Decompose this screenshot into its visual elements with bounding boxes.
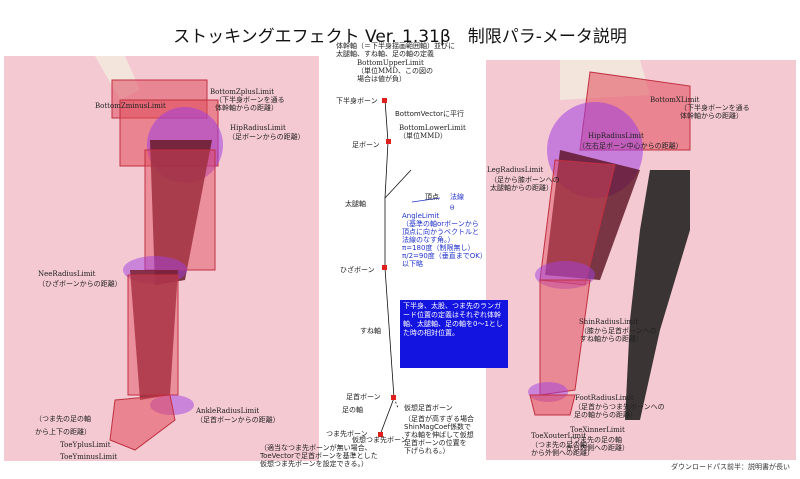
leg-radius-note: （足から膝ボーンへの 太腿軸からの距離） — [490, 176, 560, 192]
shin-radius-note: （膝から足首ボーンへの すね軸からの距離） — [580, 327, 657, 343]
page-title: ストッキングエフェクト Ver. 1.31β 制限パラ-メータ説明 — [173, 27, 627, 47]
right-foot-limit — [529, 394, 576, 416]
virtual-toe-bone-label: 仮想つま先ボーン — [352, 436, 408, 444]
virtual-ankle-bone-label: 仮想足首ボーン — [404, 404, 453, 412]
bottom-zplus-note: （下半身ボーンを通る 体幹軸からの距離） — [215, 96, 285, 112]
trunk-axis-line — [384, 99, 389, 143]
left-shin-limit — [127, 274, 179, 396]
knee-bone-node — [382, 265, 387, 270]
lower-body-bone-label: 下半身ボーン — [336, 97, 378, 105]
knee-radius-note: （ひざボーンからの距離） — [38, 280, 122, 288]
bottom-vector-label: BottomVectorに平行 — [395, 110, 464, 118]
trunk-axis-definition: 体幹軸（＝下半身揺画範囲軸）並びに 太腿軸、すね軸、足の軸の定義 — [336, 42, 455, 58]
foot-radius-label: FootRadiusLimit — [575, 394, 634, 402]
bottom-lower-limit-label: BottomLowerLimit （単位MMD） — [399, 124, 466, 140]
toe-xouter-note: （つま先の足の軸 から外側への距離） — [531, 441, 594, 457]
left-thigh-stocking — [150, 140, 212, 285]
ankle-radius-note: （足首ボーンからの距離） — [196, 416, 280, 424]
shin-axis-line — [384, 267, 395, 399]
relative-position-info-box: 下半身、太股、つま先のランガード位置の定義はそれぞれ体幹軸、太腿軸、足の軸を0〜… — [400, 300, 508, 368]
bottom-x-label: BottomXLimit — [650, 96, 700, 104]
foot-radius-note: （足首からつま先ボーンへの 足の軸からの距離） — [574, 403, 665, 419]
left-hip-radius-note: （足ボーンからの距離） — [228, 133, 305, 141]
bottom-zminus-label: BottomZminusLimit — [95, 102, 166, 110]
right-hip-radius-label: HipRadiusLimit — [588, 132, 644, 140]
footer-note: ダウンロードパス前半：説明書が長い — [671, 463, 790, 471]
leg-radius-label: LegRadiusLimit — [487, 166, 544, 174]
left-thigh-limit — [144, 149, 216, 271]
shin-axis-label: すね軸 — [360, 327, 381, 335]
toe-bone-label: つま先ボーン — [326, 430, 368, 438]
knee-radius-label: NeeRadiusLimit — [38, 270, 96, 278]
bottom-upper-limit-label: BottomUpperLimit （単位MMD、この図の 場合は値が負） — [357, 59, 433, 83]
ankle-radius-label: AnkleRadiusLimit — [196, 407, 260, 415]
right-figure — [528, 60, 691, 420]
right-shin-limit — [539, 279, 591, 396]
lower-body-bone-node — [382, 98, 387, 103]
normal-label: 法線 — [450, 193, 464, 201]
toe-xinner-label: ToeXinnerLimit — [570, 426, 625, 434]
right-left-leg-stocking — [625, 170, 690, 420]
ankle-bone-node — [386, 139, 391, 144]
toe-yminus-label: ToeYminusLimit — [60, 453, 118, 461]
foot-axis-label: 足の軸 — [342, 406, 363, 414]
left-figure — [95, 56, 223, 451]
foot-bone-node — [391, 395, 396, 400]
vertex-vector-line — [384, 169, 412, 199]
knee-bone-label: ひざボーン — [340, 266, 375, 274]
right-hip-radius-note: （左右足ボーン中心からの距離） — [578, 142, 683, 150]
bottom-zplus-label: BottomZplusLimit — [210, 88, 275, 96]
theta-label: θ — [450, 204, 455, 212]
bottom-x-note: （下半身ボーンを通る 体幹軸からの距離） — [680, 104, 750, 120]
shin-radius-label: ShinRadiusLimit — [579, 318, 639, 326]
toe-yplus-label: ToeYplusLimit — [60, 441, 111, 449]
thigh-axis-label: 太腿軸 — [345, 200, 366, 208]
virtual-ankle-note: （足首が高すぎる場合 ShinMagCoef係数で すね軸を伸ばして仮想 足首ボ… — [404, 415, 474, 455]
ankle-bone-label: 足ボーン — [352, 141, 380, 149]
foot-bone-label: 足首ボーン — [346, 393, 381, 401]
toe-updown-note: （つま先の足の軸 から上下の距離） — [35, 415, 91, 436]
vertex-label: 頂点 — [425, 193, 439, 201]
toe-xouter-label: ToeXouterLimit — [531, 432, 587, 440]
thigh-axis-upper-line — [384, 141, 389, 199]
toe-vector-note: （適当なつま先ボーンが無い場合、 ToeVectorで足首ボーンを基準とした 仮… — [260, 444, 378, 468]
foot-axis-line — [379, 397, 395, 436]
left-shin-stocking — [130, 270, 178, 400]
normal-vector-line — [411, 197, 441, 203]
right-thigh-stocking — [545, 150, 640, 280]
left-hip-radius-label: HipRadiusLimit — [230, 124, 286, 132]
angle-limit-label: AngleLimit （基準の軸orボーンから 頂点に向かうベクトルと 法線のな… — [402, 212, 487, 268]
left-foot-limit — [109, 394, 176, 451]
toe-bone-node — [378, 432, 383, 437]
center-skeleton — [379, 99, 441, 436]
toe-xinner-note: （つま先の足の軸 から内側への距離） — [566, 436, 629, 452]
